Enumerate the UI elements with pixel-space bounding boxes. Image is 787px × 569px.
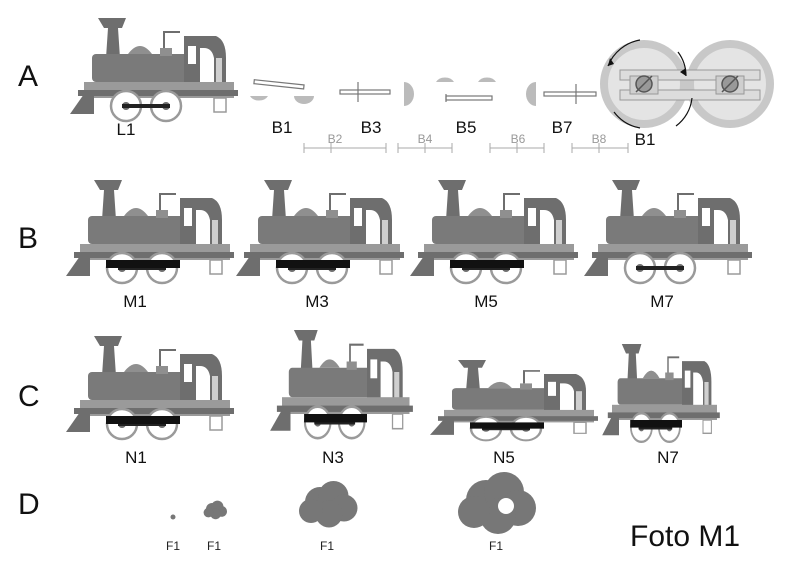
dimension-lines [303, 143, 629, 153]
smoke-puff-small [203, 500, 227, 520]
locomotive-l1-illustration [68, 16, 240, 123]
caption-f1-1: F1 [165, 539, 181, 553]
locomotive-m5-illustration [410, 176, 580, 286]
smoke-puff-medium [299, 481, 358, 528]
dimension-label-b8: B8 [591, 132, 607, 146]
caption-n5: N5 [493, 448, 515, 467]
caption-m1: M1 [123, 292, 147, 311]
smoke-puff-large [458, 472, 536, 534]
locomotive-n7-illustration [598, 340, 728, 440]
caption-m3: M3 [305, 292, 329, 311]
caption-b7: B7 [551, 118, 573, 137]
side-rod-icon [250, 79, 314, 104]
caption-m7: M7 [650, 292, 674, 311]
caption-m5: M5 [474, 292, 498, 311]
smoke-puff-tiny [170, 514, 176, 520]
piston-rod-icon [526, 82, 597, 106]
caption-wheelset-b1: B1 [634, 130, 656, 149]
row-label-b: B [18, 222, 39, 255]
locomotive-n3-illustration [268, 324, 418, 444]
caption-b3: B3 [360, 118, 382, 137]
dimension-label-b2: B2 [327, 132, 343, 146]
dimension-label-b6: B6 [510, 132, 526, 146]
caption-f1-2: F1 [206, 539, 222, 553]
locomotive-m3-illustration [236, 176, 406, 286]
caption-n3: N3 [322, 448, 344, 467]
foto-label: Foto M1 [630, 520, 741, 553]
row-label-d: D [18, 488, 40, 521]
caption-n7: N7 [657, 448, 679, 467]
caption-b1: B1 [271, 118, 293, 137]
row-label-c: C [18, 380, 40, 413]
caption-l1: L1 [116, 120, 136, 139]
locomotive-m7-illustration [582, 178, 754, 285]
row-label-a: A [18, 60, 39, 93]
caption-f1-3: F1 [319, 539, 335, 553]
locomotive-n1-illustration [66, 332, 236, 442]
dimension-label-b4: B4 [417, 132, 433, 146]
connecting-rod-icon [436, 77, 496, 102]
caption-f1-4: F1 [488, 539, 504, 553]
wheelset-diagram [600, 39, 774, 129]
locomotive-n5-illustration [428, 356, 598, 446]
crosshead-icon [339, 82, 414, 106]
caption-b5: B5 [455, 118, 477, 137]
caption-n1: N1 [125, 448, 147, 467]
locomotive-m1-illustration [66, 176, 236, 286]
